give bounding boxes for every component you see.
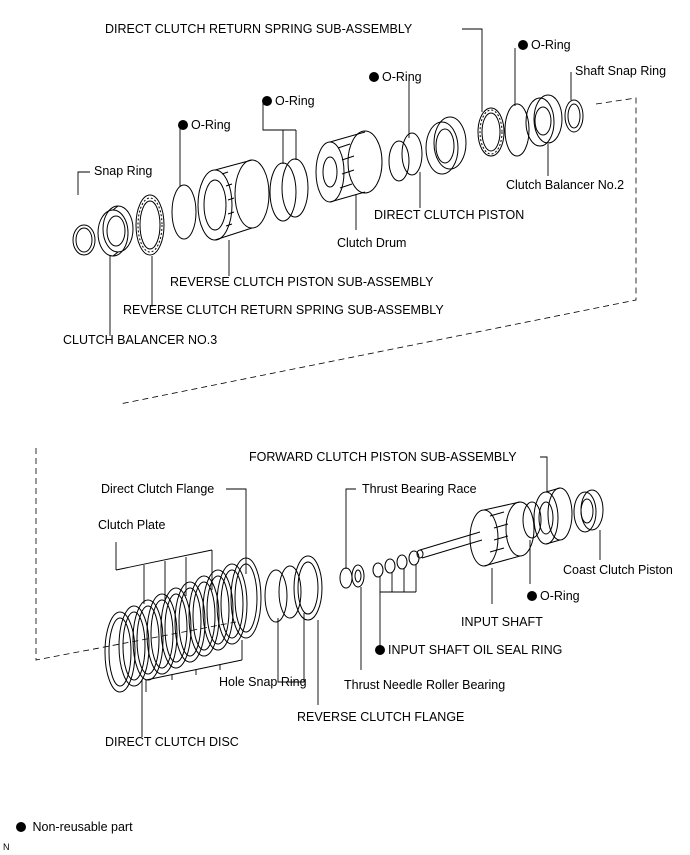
dashed-outline	[35, 97, 637, 661]
direct-clutch-return-spring-part	[477, 107, 505, 157]
label-o-ring-1: O-Ring	[518, 38, 571, 52]
reverse-clutch-return-spring-part	[135, 194, 165, 256]
label-o-ring-2: O-Ring	[369, 70, 422, 84]
label-thrust-needle-roller-bearing: Thrust Needle Roller Bearing	[344, 678, 506, 692]
label-o-ring-3: O-Ring	[262, 94, 315, 108]
non-reusable-dot-icon	[369, 72, 379, 82]
non-reusable-dot-icon	[178, 120, 188, 130]
label-clutch-drum: Clutch Drum	[337, 236, 407, 250]
label-snap-ring: Snap Ring	[94, 164, 153, 178]
label-coast-clutch-piston: Coast Clutch Piston	[563, 563, 673, 577]
shaft-snap-ring-part	[564, 99, 584, 133]
o-ring-part	[171, 184, 197, 240]
label-reverse-clutch-return-spring: REVERSE CLUTCH RETURN SPRING SUB-ASSEMBL…	[123, 303, 444, 317]
thrust-bearing-race-part	[339, 567, 353, 589]
direct-clutch-piston-part	[425, 116, 467, 175]
label-shaft-snap-ring: Shaft Snap Ring	[575, 64, 667, 78]
coast-clutch-piston-part	[573, 489, 604, 533]
thrust-needle-roller-bearing-part	[351, 564, 365, 588]
label-reverse-clutch-piston: REVERSE CLUTCH PISTON SUB-ASSEMBLY	[170, 275, 434, 289]
non-reusable-dot-icon	[375, 645, 385, 655]
reverse-clutch-flange-part	[293, 555, 323, 621]
clutch-drum-part	[315, 130, 383, 203]
label-hole-snap-ring: Hole Snap Ring	[219, 675, 307, 689]
forward-clutch-piston-part	[533, 487, 573, 545]
corner-mark: N	[3, 842, 10, 852]
leader-lines	[77, 28, 601, 737]
reverse-clutch-piston-part	[197, 159, 270, 241]
legend-non-reusable: Non-reusable part	[16, 820, 133, 834]
label-clutch-plate: Clutch Plate	[98, 518, 166, 532]
label-direct-clutch-piston: DIRECT CLUTCH PISTON	[374, 208, 525, 222]
label-clutch-balancer-no3: CLUTCH BALANCER NO.3	[63, 333, 218, 347]
o-ring-part	[522, 501, 542, 539]
non-reusable-dot-icon	[527, 591, 537, 601]
snap-ring-part	[72, 224, 96, 256]
label-o-ring-5: O-Ring	[527, 589, 580, 603]
clutch-balancer-no3-part	[97, 205, 134, 257]
label-o-ring-4: O-Ring	[178, 118, 231, 132]
label-direct-clutch-return-spring: DIRECT CLUTCH RETURN SPRING SUB-ASSEMBLY	[105, 22, 413, 36]
label-thrust-bearing-race: Thrust Bearing Race	[362, 482, 477, 496]
label-forward-clutch-piston: FORWARD CLUTCH PISTON SUB-ASSEMBLY	[249, 450, 517, 464]
label-clutch-balancer-no2: Clutch Balancer No.2	[506, 178, 625, 192]
label-input-shaft-oil-seal-ring: INPUT SHAFT OIL SEAL RING	[375, 643, 562, 657]
input-shaft-oil-seal-ring-part	[372, 550, 420, 578]
non-reusable-dot-icon	[16, 822, 26, 832]
non-reusable-dot-icon	[262, 96, 272, 106]
o-ring-part	[504, 103, 530, 157]
o-ring-part	[269, 158, 309, 222]
input-shaft-part	[416, 501, 535, 567]
label-reverse-clutch-flange: REVERSE CLUTCH FLANGE	[297, 710, 465, 724]
non-reusable-dot-icon	[518, 40, 528, 50]
label-direct-clutch-disc: DIRECT CLUTCH DISC	[105, 735, 239, 749]
clutch-balancer-no2-part	[525, 94, 563, 147]
label-input-shaft: INPUT SHAFT	[461, 615, 543, 629]
label-direct-clutch-flange: Direct Clutch Flange	[101, 482, 215, 496]
hole-snap-ring-part	[264, 565, 302, 623]
o-ring-part	[388, 132, 423, 182]
